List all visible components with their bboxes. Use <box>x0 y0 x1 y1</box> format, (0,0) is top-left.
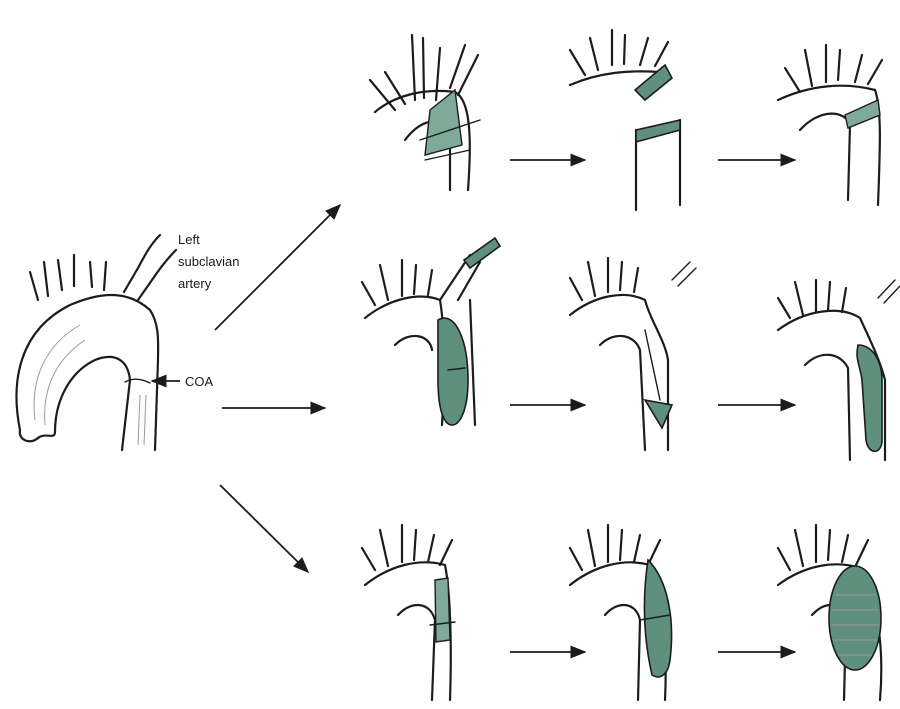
row3-panel1-incision <box>362 525 455 700</box>
row3-panel3-patch-repair <box>778 525 881 700</box>
original-aorta <box>17 235 176 450</box>
row1-panel3-anastomosis <box>778 45 882 205</box>
row3-panel2-patch <box>570 525 672 700</box>
label-left-subclavian-3: artery <box>178 276 212 291</box>
row2-panel3-flap-repair <box>778 280 900 460</box>
row1-panel2-divided <box>570 30 680 210</box>
row2-panel1-subclavian-flap <box>362 238 500 425</box>
row2-panel2-flap-cut <box>570 258 696 450</box>
label-left-subclavian-2: subclavian <box>178 254 239 269</box>
row1-panel1-resection <box>370 35 480 190</box>
label-coa: COA <box>185 374 214 389</box>
arrow-to-row3 <box>220 485 308 572</box>
label-left-subclavian-1: Left <box>178 232 200 247</box>
